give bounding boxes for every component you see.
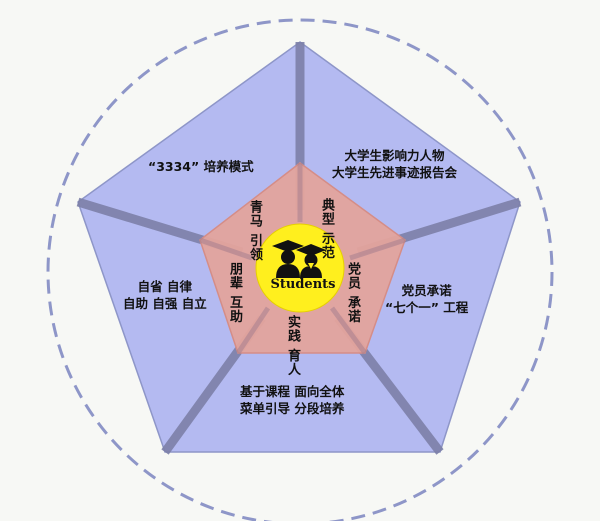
inner-label-line: 青马 bbox=[247, 200, 262, 228]
outer-label-line: 自助 自强 自立 bbox=[123, 296, 207, 311]
inner-label-line: 互助 bbox=[227, 295, 242, 324]
inner-label-left: 朋辈 互助 bbox=[226, 262, 242, 324]
outer-label-line: 大学生先进事迹报告会 bbox=[332, 165, 458, 180]
inner-label-line: 实践 bbox=[285, 315, 300, 343]
inner-label-bottom: 实践 育人 bbox=[284, 315, 300, 377]
dashed-outer-circle bbox=[46, 18, 554, 521]
inner-label-right: 党员 承诺 bbox=[344, 262, 360, 324]
inner-label-line: 育人 bbox=[285, 348, 300, 377]
inner-label-top-left: 青马 引领 bbox=[246, 200, 262, 262]
inner-label-line: 典型 bbox=[319, 198, 334, 226]
outer-label-top-right: 大学生影响力人物 大学生先进事迹报告会 bbox=[332, 147, 457, 181]
outer-label-top-left: “3334” 培养模式 bbox=[148, 158, 254, 175]
outer-label-line: 基于课程 面向全体 bbox=[240, 384, 345, 399]
inner-label-top-right: 典型 示范 bbox=[318, 198, 334, 260]
outer-label-bottom: 基于课程 面向全体 菜单引导 分段培养 bbox=[240, 383, 344, 417]
outer-label-left: 自省 自律 自助 自强 自立 bbox=[123, 278, 207, 312]
outer-label-line: “3334” 培养模式 bbox=[148, 159, 254, 174]
inner-label-line: 朋辈 bbox=[227, 262, 242, 290]
outer-label-line: “七个一” 工程 bbox=[385, 300, 469, 315]
inner-label-line: 引领 bbox=[247, 233, 262, 262]
inner-label-line: 承诺 bbox=[345, 295, 360, 324]
outer-label-line: 自省 自律 bbox=[137, 279, 193, 294]
outer-label-line: 大学生影响力人物 bbox=[344, 148, 445, 163]
students-icon bbox=[272, 240, 326, 278]
inner-spokes bbox=[199, 163, 406, 355]
inner-label-line: 示范 bbox=[319, 231, 334, 260]
outer-label-right: 党员承诺 “七个一” 工程 bbox=[385, 282, 468, 316]
outer-label-line: 党员承诺 bbox=[401, 283, 452, 298]
outer-label-line: 菜单引导 分段培养 bbox=[240, 401, 345, 416]
center-label: Students bbox=[270, 277, 336, 292]
inner-label-line: 党员 bbox=[345, 262, 360, 290]
